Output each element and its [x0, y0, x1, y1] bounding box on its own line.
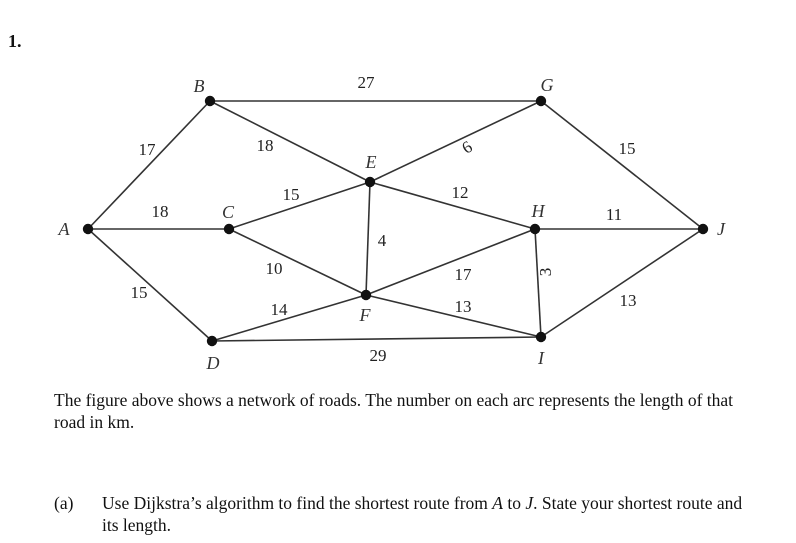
node-d — [206, 335, 218, 347]
end-node-ref: J — [525, 493, 534, 513]
edge-c-f — [228, 228, 367, 296]
edge-weight-b-g: 27 — [358, 73, 376, 92]
node-label-i: I — [537, 348, 545, 368]
edge-a-d — [87, 228, 213, 342]
edge-f-i — [365, 294, 542, 338]
edge-weight-e-h: 12 — [452, 183, 469, 202]
edge-weight-b-e: 18 — [257, 136, 274, 155]
edge-h-i — [534, 228, 542, 338]
node-a — [82, 223, 94, 235]
edge-f-h — [365, 228, 536, 296]
edge-weight-e-f: 4 — [378, 231, 387, 250]
node-f — [360, 289, 372, 301]
question-number: 1. — [8, 31, 22, 51]
edge-weight-f-i: 13 — [455, 297, 472, 316]
edge-weight-f-h: 17 — [455, 265, 473, 284]
part-text-segment: . State your shortest route and its leng… — [102, 493, 743, 535]
node-label-j: J — [717, 219, 726, 239]
part-text-segment: Use Dijkstra’s algorithm to find the sho… — [102, 493, 493, 513]
part-text-segment: to — [502, 493, 526, 513]
node-label-h: H — [531, 201, 546, 221]
edge-weight-d-i: 29 — [370, 346, 387, 365]
part-label: (a) — [54, 493, 74, 513]
node-label-e: E — [365, 152, 377, 172]
node-label-g: G — [541, 75, 554, 95]
node-e — [364, 176, 376, 188]
node-label-a: A — [58, 219, 71, 239]
node-c — [223, 223, 235, 235]
node-label-f: F — [359, 305, 372, 325]
edge-weight-a-b: 17 — [139, 140, 157, 159]
edge-weight-d-f: 14 — [271, 300, 289, 319]
node-g — [535, 95, 547, 107]
edge-d-f — [211, 294, 367, 342]
edge-weight-g-j: 15 — [619, 139, 636, 158]
network-description: The figure above shows a network of road… — [54, 390, 734, 432]
node-b — [204, 95, 216, 107]
edge-a-b — [87, 100, 211, 230]
edge-g-j — [540, 100, 704, 230]
edge-weight-e-g: 6 — [458, 137, 475, 158]
edge-b-e — [209, 100, 371, 183]
road-network-diagram: 17 18 15 27 18 15 10 14 29 6 12 4 17 13 15 11 3 13 A B C D E F… — [58, 73, 727, 373]
node-j — [697, 223, 709, 235]
node-label-c: C — [222, 202, 235, 222]
edge-weight-a-c: 18 — [152, 202, 169, 221]
edge-e-f — [365, 181, 371, 296]
edge-weight-h-i: 3 — [536, 268, 555, 277]
node-h — [529, 223, 541, 235]
edge-i-j — [540, 228, 704, 338]
edge-weight-a-d: 15 — [131, 283, 148, 302]
edge-weight-i-j: 13 — [620, 291, 637, 310]
node-label-b: B — [194, 76, 205, 96]
node-i — [535, 331, 547, 343]
edge-c-e — [228, 181, 371, 230]
start-node-ref: A — [492, 493, 503, 513]
node-label-d: D — [206, 353, 220, 373]
edge-e-g — [369, 100, 542, 183]
edge-weight-h-j: 11 — [606, 205, 622, 224]
edge-d-i — [211, 336, 542, 342]
edge-weight-c-f: 10 — [266, 259, 283, 278]
edge-e-h — [369, 181, 536, 230]
part-text: Use Dijkstra’s algorithm to find the sho… — [102, 492, 762, 536]
edge-weight-c-e: 15 — [283, 185, 300, 204]
